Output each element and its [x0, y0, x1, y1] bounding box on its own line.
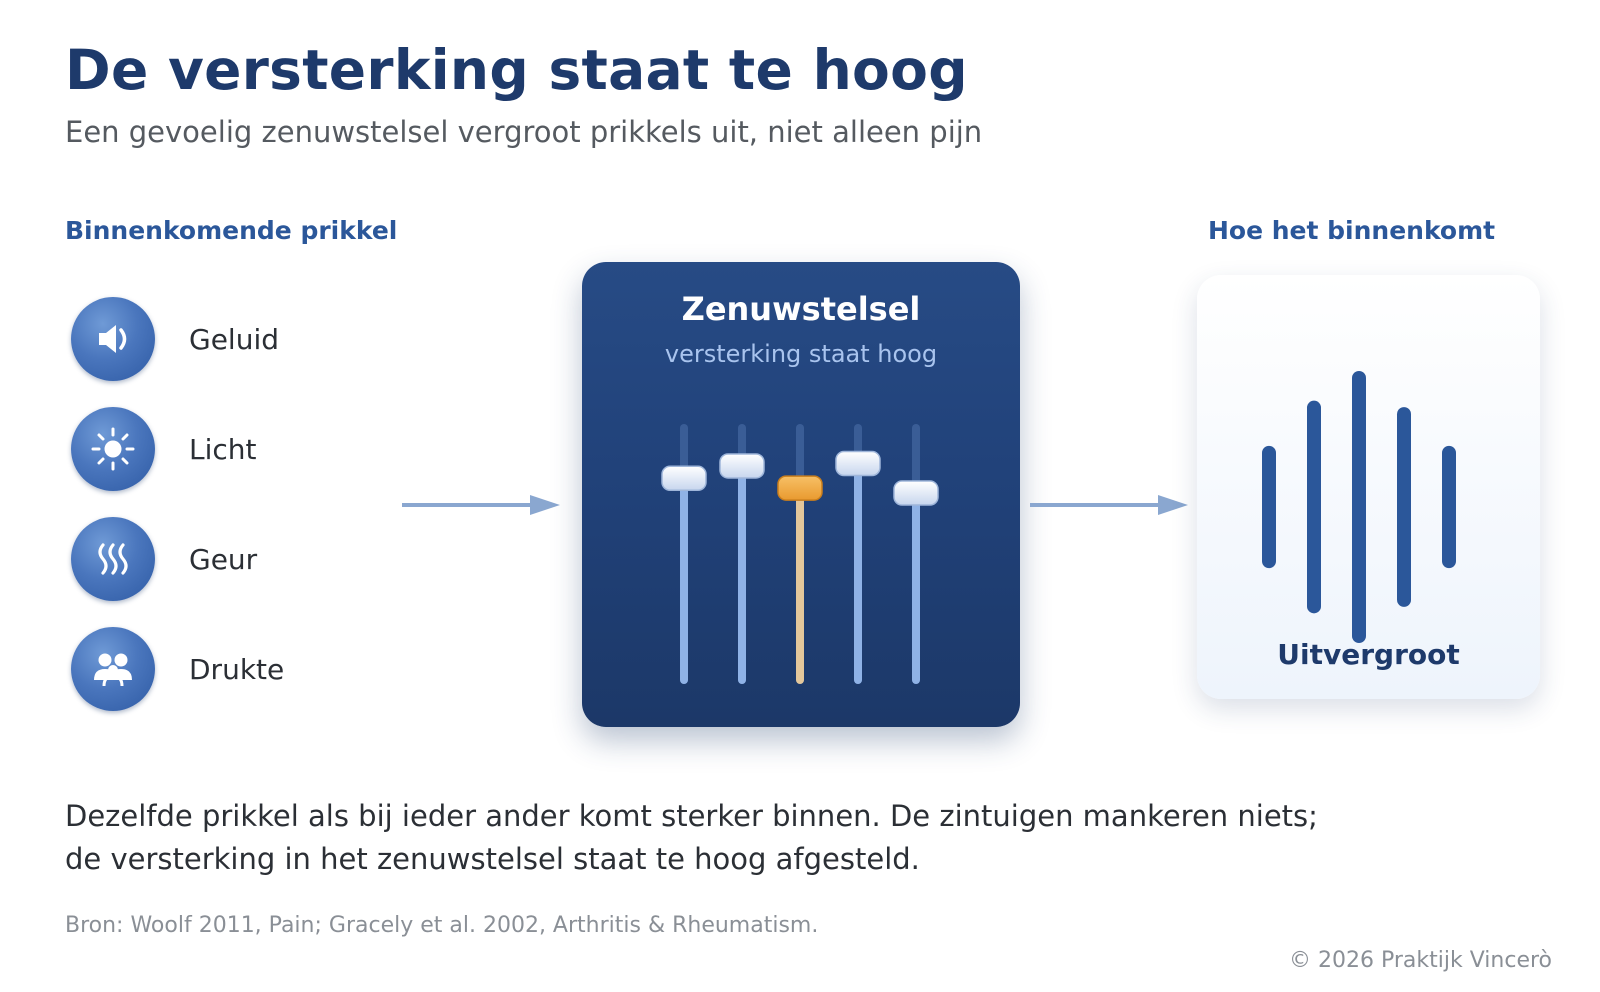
output-panel: Uitvergroot — [1197, 275, 1540, 699]
gain-slider — [719, 424, 765, 684]
slider-knob — [719, 453, 765, 479]
gain-slider — [777, 424, 823, 684]
slider-knob — [893, 480, 939, 506]
nervous-system-panel: Zenuwstelsel versterking staat hoog — [582, 262, 1020, 727]
gain-mixer — [661, 424, 939, 684]
nervous-system-title: Zenuwstelsel — [681, 290, 921, 328]
page-title: De versterking staat te hoog — [65, 38, 968, 102]
explanation-line-2: de versterking in het zenuwstelsel staat… — [65, 842, 920, 876]
gain-slider — [835, 424, 881, 684]
stimulus-label: Licht — [189, 432, 257, 466]
nervous-system-subtitle: versterking staat hoog — [664, 340, 938, 368]
stimulus-item-geluid: Geluid — [71, 297, 401, 381]
stimulus-item-licht: Licht — [71, 407, 401, 491]
input-column-heading: Binnenkomende prikkel — [65, 216, 398, 245]
stimulus-item-drukte: Drukte — [71, 627, 401, 711]
slider-knob-highlighted — [777, 475, 823, 501]
explanation-line-1: Dezelfde prikkel als bij ieder ander kom… — [65, 799, 1318, 833]
output-column-heading: Hoe het binnenkomt — [1208, 216, 1496, 245]
slider-knob — [835, 450, 881, 477]
page-subtitle: Een gevoelig zenuwstelsel vergroot prikk… — [65, 115, 983, 149]
people-icon — [71, 627, 155, 711]
arrow-right-icon — [402, 495, 560, 515]
copyright-note: © 2026 Praktijk Vincerò — [1289, 948, 1552, 973]
source-note: Bron: Woolf 2011, Pain; Gracely et al. 2… — [65, 913, 819, 938]
scent-waves-icon — [71, 517, 155, 601]
output-label: Uitvergroot — [1277, 638, 1460, 671]
stimulus-label: Drukte — [189, 652, 285, 686]
arrow-right-icon — [1030, 495, 1188, 515]
stimulus-item-geur: Geur — [71, 517, 401, 601]
speaker-icon — [71, 297, 155, 381]
sun-icon — [71, 407, 155, 491]
amplified-signal — [1262, 371, 1456, 643]
stimulus-label: Geluid — [189, 322, 280, 356]
stimulus-label: Geur — [189, 542, 258, 576]
explanation-text: Dezelfde prikkel als bij ieder ander kom… — [65, 795, 1465, 881]
slider-knob — [661, 465, 707, 492]
gain-slider — [661, 424, 707, 684]
gain-slider — [893, 424, 939, 684]
